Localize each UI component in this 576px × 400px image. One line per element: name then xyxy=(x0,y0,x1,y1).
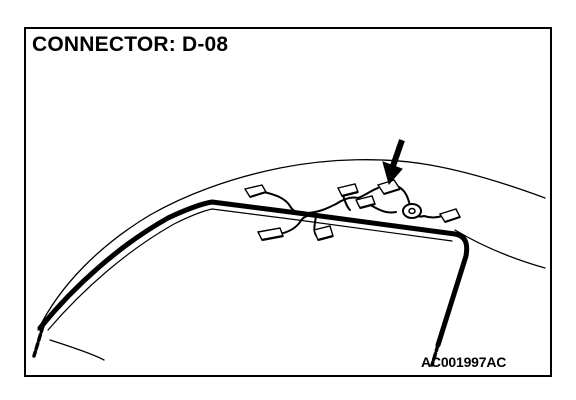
connector-left-upper xyxy=(243,184,268,199)
connector-center xyxy=(354,195,376,210)
connector-center-upper xyxy=(336,183,359,198)
connector-right xyxy=(438,208,461,224)
ground-terminal xyxy=(402,203,422,219)
windshield-frame xyxy=(32,199,470,367)
connector-middle-lower xyxy=(313,225,334,242)
connector-arrow-icon xyxy=(382,139,405,186)
roof-outline xyxy=(37,159,546,361)
figure-code: AC001997AC xyxy=(421,354,507,370)
connector-left-lower xyxy=(256,227,284,242)
diagram-title: CONNECTOR: D-08 xyxy=(32,33,229,56)
